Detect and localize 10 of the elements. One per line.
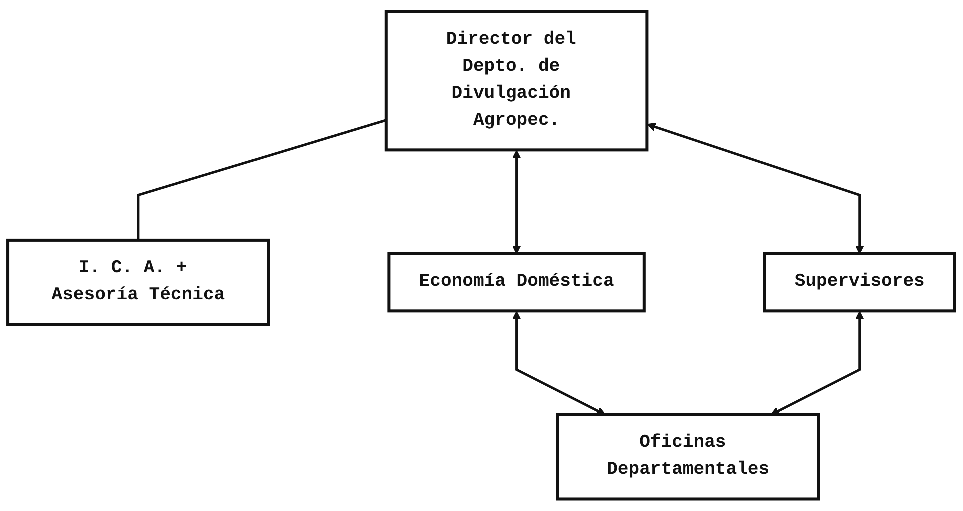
node-box: I. C. A. + Asesoría Técnica <box>6 238 270 326</box>
node-box: Supervisores <box>763 252 956 313</box>
node-box: Director del Depto. de Divulgación Agropec. <box>384 10 649 152</box>
arrow <box>512 311 606 416</box>
node-box: Economía Doméstica <box>388 252 646 313</box>
arrow <box>512 150 522 254</box>
connector <box>137 119 387 240</box>
node-box: Oficinas Departamentales <box>556 413 820 501</box>
arrow <box>770 311 864 416</box>
arrow <box>647 122 864 254</box>
